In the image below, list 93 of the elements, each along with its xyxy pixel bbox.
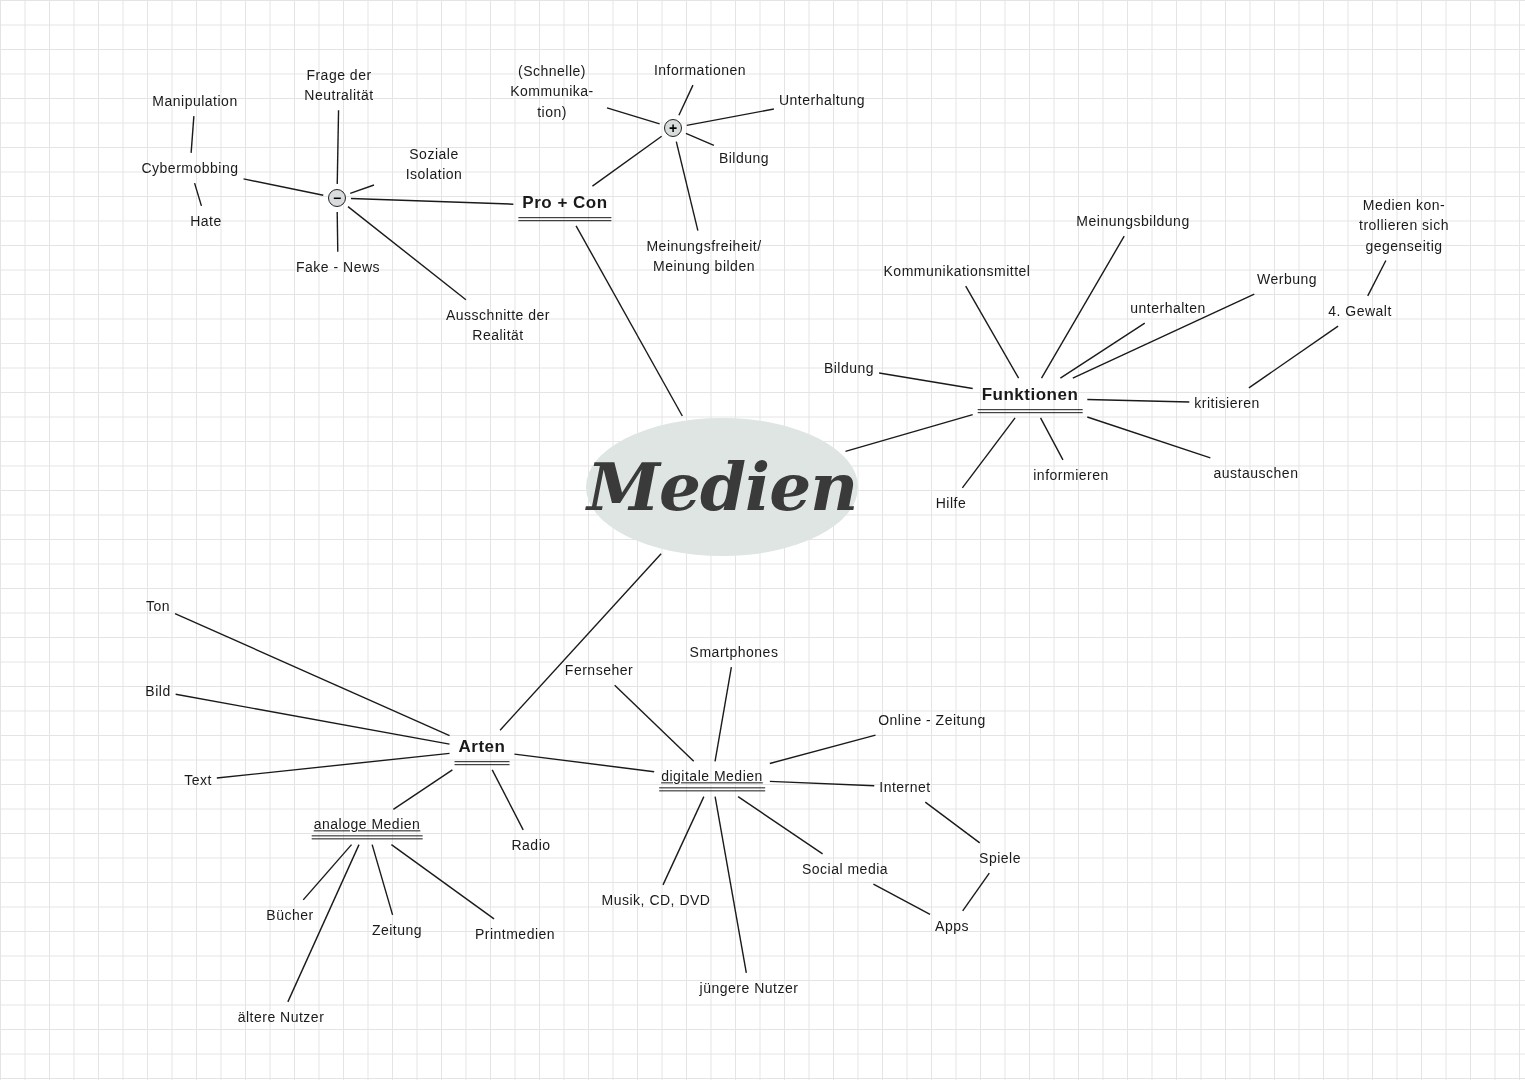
branch-label: 4. Gewalt — [1328, 300, 1392, 322]
connector-line — [349, 184, 375, 195]
branch-label: Bildung — [823, 357, 875, 379]
connector-line — [371, 843, 394, 916]
connector-line — [872, 883, 931, 915]
branch-label: Ausschnitte der Realität — [443, 304, 553, 346]
branch-label: Hate — [190, 210, 222, 232]
connector-line — [591, 135, 663, 187]
branch-label: Medien kon- trollieren sich gegenseitig — [1349, 194, 1459, 256]
connector-line — [499, 553, 662, 731]
connector-line — [1072, 293, 1255, 379]
branch-label: Werbung — [1256, 268, 1318, 290]
connector-line — [606, 107, 661, 125]
connector-line — [336, 109, 340, 185]
connector-line — [769, 734, 877, 765]
branch-label: unterhalten — [1130, 297, 1206, 319]
branch-label: Ton — [145, 595, 171, 617]
branch-label: Manipulation — [152, 90, 238, 112]
sub-branch-heading: analoge Medien — [311, 814, 423, 840]
branch-label: Printmedien — [474, 923, 556, 945]
connector-line — [737, 795, 824, 855]
branch-label: Social media — [801, 858, 889, 880]
connector-line — [714, 666, 733, 763]
connector-line — [302, 843, 353, 901]
central-topic-ellipse — [586, 418, 858, 556]
branch-label: Informationen — [653, 59, 747, 81]
sub-branch-heading: digitale Medien — [659, 766, 765, 792]
connector-line — [614, 684, 695, 763]
branch-label: Unterhaltung — [778, 89, 866, 111]
symbol-circle: + — [664, 119, 682, 137]
branch-label: Musik, CD, DVD — [601, 889, 711, 911]
connector-line — [844, 413, 974, 452]
connector-line — [1248, 325, 1339, 389]
connector-line — [965, 285, 1020, 379]
branch-label: Cybermobbing — [141, 157, 239, 179]
branch-label: Apps — [935, 915, 969, 937]
branch-label: jüngere Nutzer — [699, 977, 799, 999]
connector-line — [336, 211, 339, 253]
branch-label: Zeitung — [371, 919, 423, 941]
branch-label: ältere Nutzer — [237, 1006, 325, 1028]
connector-line — [878, 372, 974, 390]
connector-line — [662, 795, 705, 886]
connector-line — [390, 843, 495, 920]
connector-line — [513, 753, 655, 773]
connector-line — [924, 801, 981, 844]
connector-line — [678, 84, 694, 116]
connector-line — [190, 115, 195, 154]
branch-label: Kommunikationsmittel — [883, 260, 1031, 282]
branch-label: (Schnelle) Kommunika- tion) — [502, 60, 602, 122]
branch-label: Radio — [511, 834, 551, 856]
connector-line — [347, 205, 467, 301]
connector-line — [1059, 322, 1146, 379]
connector-line — [287, 843, 360, 1003]
branch-label: Text — [184, 769, 212, 791]
branch-label: Fake - News — [295, 256, 381, 278]
branch-label: Fernseher — [564, 659, 634, 681]
branch-label: Bildung — [718, 147, 770, 169]
connector-line — [1367, 259, 1387, 297]
symbol-circle: − — [328, 189, 346, 207]
connector-line — [242, 178, 324, 196]
connector-line — [962, 872, 990, 912]
branch-label: Meinungsfreiheit/ Meinung bilden — [634, 235, 774, 277]
branch-heading: Pro + Con — [518, 191, 612, 221]
connector-line — [686, 108, 775, 127]
branch-label: Meinungsbildung — [1076, 210, 1190, 232]
branch-label: Frage der Neutralität — [289, 64, 389, 106]
branch-label: Bild — [145, 680, 171, 702]
connector-line — [714, 795, 748, 974]
connector-line — [1086, 398, 1190, 403]
branch-label: Hilfe — [935, 492, 967, 514]
branch-label: Spiele — [979, 847, 1021, 869]
branch-label: informieren — [1033, 464, 1109, 486]
branch-label: Smartphones — [689, 641, 779, 663]
connector-line — [216, 752, 451, 779]
connector-line — [961, 417, 1016, 489]
branch-heading: Funktionen — [977, 383, 1083, 413]
branch-label: Online - Zeitung — [878, 709, 986, 731]
central-topic-title: Medien — [586, 448, 858, 526]
connector-line — [685, 132, 715, 146]
connector-line — [174, 612, 451, 737]
connector-line — [675, 140, 699, 232]
connector-line — [193, 182, 203, 207]
branch-label: austauschen — [1213, 462, 1299, 484]
connector-line — [392, 769, 454, 811]
connector-line — [175, 693, 451, 745]
connector-line — [1086, 416, 1212, 459]
branch-label: Internet — [879, 776, 931, 798]
connector-line — [350, 197, 515, 205]
branch-label: Bücher — [266, 904, 314, 926]
branch-label: Soziale Isolation — [379, 143, 489, 185]
branch-label: kritisieren — [1194, 392, 1260, 414]
branch-heading: Arten — [454, 735, 510, 765]
connector-line — [1040, 235, 1125, 379]
